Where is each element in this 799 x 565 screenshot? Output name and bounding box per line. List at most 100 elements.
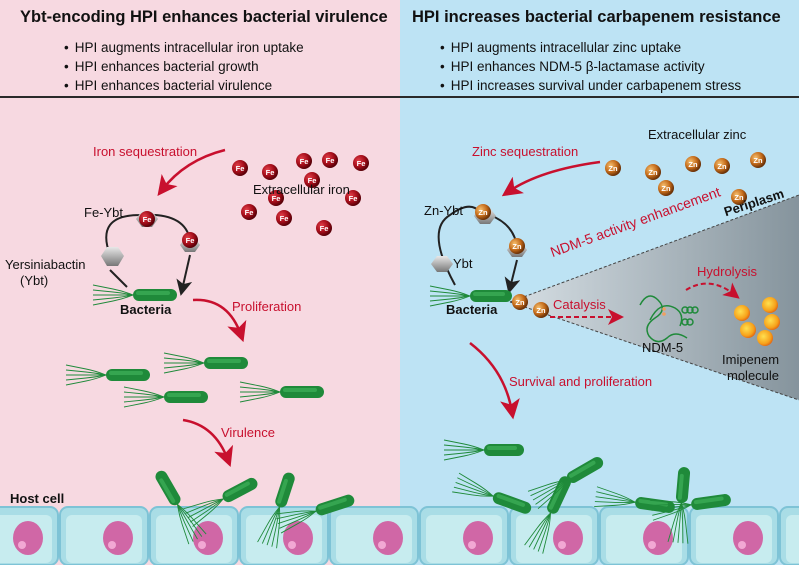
svg-text:Zn: Zn bbox=[512, 242, 522, 251]
extracellular-iron-label: Extracellular iron bbox=[253, 182, 350, 197]
svg-text:Zn: Zn bbox=[753, 156, 763, 165]
zinc-ion: Zn bbox=[750, 152, 766, 168]
bacterium bbox=[92, 284, 177, 306]
bacterium bbox=[452, 472, 532, 514]
fe-ybt-label: Fe-Ybt bbox=[84, 205, 124, 220]
host-cell bbox=[59, 506, 149, 565]
flagellum bbox=[177, 504, 190, 545]
iron-sequestration-arrow bbox=[157, 148, 226, 196]
zinc-ion: Zn bbox=[658, 180, 674, 196]
bacterium bbox=[65, 364, 150, 386]
proliferation-label: Proliferation bbox=[232, 299, 302, 314]
host-cell bbox=[0, 506, 59, 565]
svg-text:Fe: Fe bbox=[326, 156, 335, 165]
svg-text:Zn: Zn bbox=[734, 193, 744, 202]
right-panel-title: HPI increases bacterial carbapenem resis… bbox=[412, 8, 781, 26]
nucleus bbox=[193, 521, 223, 555]
flagellum bbox=[163, 362, 205, 374]
right-bullet-list: HPI augments intracellular zinc uptake H… bbox=[440, 38, 741, 95]
flagellum bbox=[92, 284, 134, 296]
flagellum bbox=[542, 513, 551, 554]
flagellum bbox=[594, 501, 636, 508]
svg-text:Fe: Fe bbox=[300, 157, 309, 166]
nucleus bbox=[643, 521, 673, 555]
host-cell bbox=[149, 506, 239, 565]
svg-text:Fe: Fe bbox=[320, 224, 329, 233]
flagellum bbox=[65, 374, 107, 386]
iron-ion: Fe bbox=[276, 210, 292, 226]
hydrolysis-arrow bbox=[685, 282, 740, 299]
flagellum bbox=[123, 396, 165, 408]
imipenem-cluster bbox=[734, 297, 780, 346]
bacterium bbox=[524, 476, 571, 554]
iron-cycle-path bbox=[176, 254, 193, 296]
iron-ion: Fe bbox=[268, 190, 284, 206]
flagellum bbox=[533, 512, 551, 550]
flagellum bbox=[532, 479, 568, 501]
nucleus bbox=[553, 521, 583, 555]
svg-text:Zn: Zn bbox=[478, 208, 488, 217]
flagellum bbox=[266, 506, 280, 546]
flagellum bbox=[239, 386, 281, 393]
flagellum bbox=[530, 479, 568, 497]
left-bullet: HPI augments intracellular iron uptake bbox=[64, 38, 304, 57]
flagellum bbox=[596, 486, 636, 503]
flagellum bbox=[123, 396, 165, 403]
flagellum bbox=[429, 285, 471, 297]
bacterium bbox=[527, 457, 604, 509]
flagellum bbox=[65, 374, 107, 381]
svg-text:Fe: Fe bbox=[349, 194, 358, 203]
zinc-ion: Zn bbox=[512, 294, 528, 310]
zinc-cycle-path bbox=[437, 205, 481, 286]
host-cell bbox=[419, 506, 509, 565]
flagellum bbox=[595, 496, 636, 503]
right-bacteria-label: Bacteria bbox=[446, 302, 498, 317]
bacterium bbox=[429, 285, 512, 307]
iron-ion: Fe bbox=[296, 153, 312, 169]
flagellum bbox=[92, 289, 134, 296]
molecule-label: molecule bbox=[727, 368, 780, 383]
flagellum bbox=[279, 510, 317, 529]
iron-cycle-path bbox=[109, 269, 128, 288]
ybt-label: Ybt bbox=[453, 256, 473, 271]
flagellum bbox=[185, 498, 224, 514]
flagellum bbox=[650, 503, 692, 506]
iron-ion: Fe bbox=[304, 172, 320, 188]
flagellum bbox=[163, 352, 205, 364]
svg-text:Fe: Fe bbox=[245, 208, 254, 217]
flagellum bbox=[239, 391, 281, 403]
zinc-sequestration-label: Zinc sequestration bbox=[472, 144, 579, 159]
flagellum bbox=[276, 510, 317, 520]
flagellum bbox=[257, 506, 280, 543]
bacterium bbox=[163, 352, 248, 374]
svg-text:Zn: Zn bbox=[515, 298, 525, 307]
flagellum bbox=[239, 391, 281, 398]
right-bullet: HPI augments intracellular zinc uptake bbox=[440, 38, 741, 57]
iron-ion: Fe bbox=[241, 204, 257, 220]
svg-text:Zn: Zn bbox=[648, 168, 658, 177]
bacterium bbox=[155, 470, 207, 545]
flagellum bbox=[261, 506, 280, 544]
zinc-cycle-path bbox=[504, 259, 521, 294]
zinc-ion: Zn bbox=[475, 204, 491, 220]
survival-label: Survival and proliferation bbox=[509, 374, 653, 389]
left-panel-title: Ybt-encoding HPI enhances bacterial viru… bbox=[20, 8, 388, 26]
flagellum bbox=[280, 510, 317, 534]
svg-text:Fe: Fe bbox=[236, 164, 245, 173]
flagellum bbox=[123, 391, 165, 398]
iron-ion: Fe bbox=[139, 211, 155, 227]
nucleus bbox=[103, 521, 133, 555]
ybt-abbrev-label: (Ybt) bbox=[20, 273, 49, 288]
iron-ion: Fe bbox=[345, 190, 361, 206]
zinc-ion: Zn bbox=[731, 189, 747, 205]
nucleus bbox=[463, 521, 493, 555]
flagellum bbox=[274, 510, 317, 515]
imipenem-label: Imipenem bbox=[722, 352, 780, 367]
zn-ybt-label: Zn-Ybt bbox=[424, 203, 464, 218]
flagellum bbox=[651, 504, 692, 511]
nucleus bbox=[733, 521, 763, 555]
flagellum bbox=[524, 512, 551, 546]
periplasm-edge bbox=[509, 194, 799, 303]
flagellum bbox=[537, 513, 551, 552]
